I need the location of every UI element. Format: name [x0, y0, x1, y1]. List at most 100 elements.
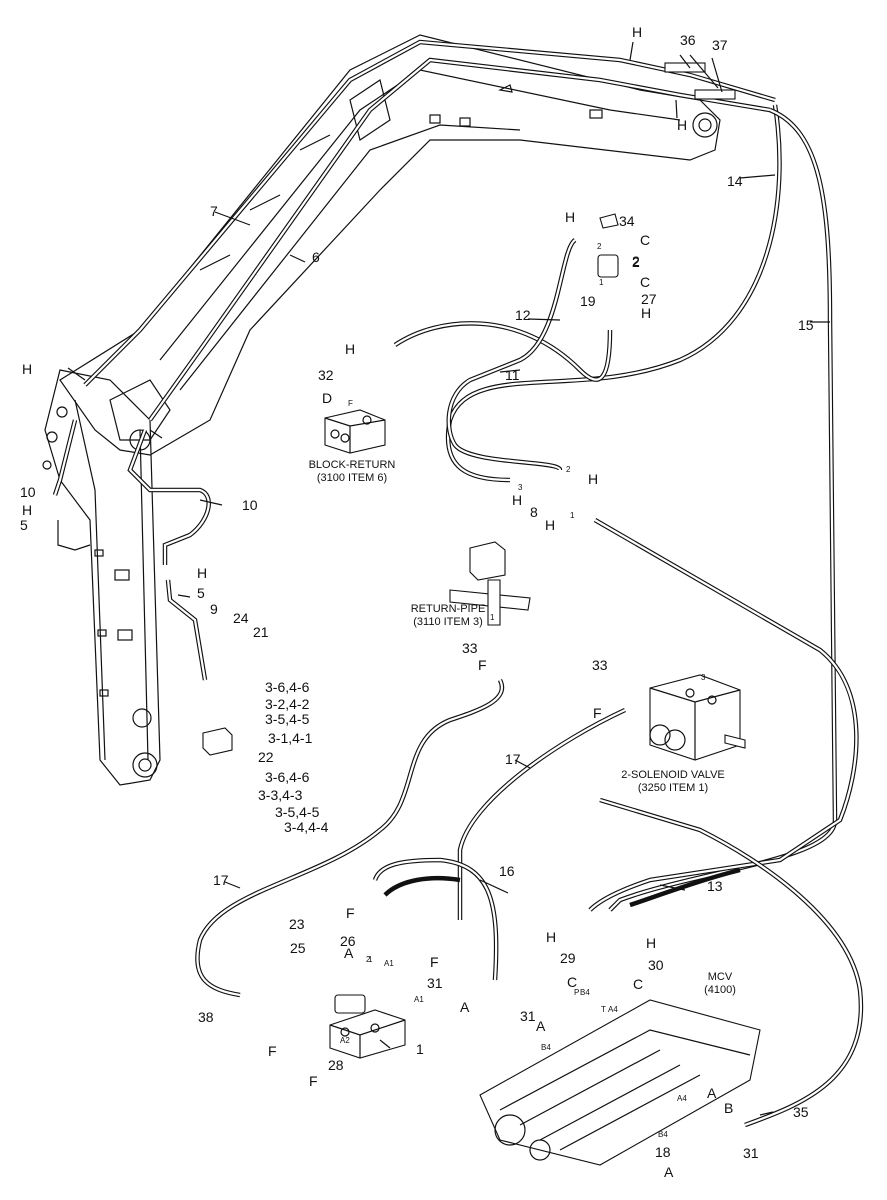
callout-25: H [545, 517, 555, 533]
callout-68: 38 [198, 1009, 214, 1025]
callout-28: 10 [20, 484, 36, 500]
callout-11: C [640, 274, 650, 290]
callout-21: 32 [318, 367, 334, 383]
components [202, 62, 761, 1166]
caption-block-return-line-2: (3100 ITEM 6) [317, 472, 387, 484]
port-mark-5: 1 [570, 511, 575, 520]
callout-47: F [478, 657, 487, 673]
port-mark-1: 2 [597, 242, 602, 251]
callout-34: 9 [210, 601, 218, 617]
callout-18: 15 [798, 317, 814, 333]
callout-52: 16 [499, 863, 515, 879]
callout-77: 35 [793, 1104, 809, 1120]
callout-9: C [640, 232, 650, 248]
port-mark-9: 2 [366, 955, 371, 964]
callout-12: 2 [632, 254, 640, 270]
callout-35: 24 [233, 610, 249, 626]
callout-15: H [641, 305, 651, 321]
caption-return-pipe-line-1: RETURN-PIPE [411, 603, 486, 615]
port-mark-17: A4 [677, 1094, 687, 1103]
callout-20: 11 [505, 367, 520, 383]
callout-37: 3-6,4-6 [265, 679, 310, 695]
callout-27: H [22, 361, 32, 377]
callout-49: F [593, 705, 602, 721]
callout-32: H [197, 565, 207, 581]
port-mark-4: 2 [566, 465, 571, 474]
caption-mcv-line-1: MCV [708, 971, 733, 983]
callout-53: 13 [707, 878, 723, 894]
caption-block-return-line-1: BLOCK-RETURN [309, 459, 396, 471]
callout-24: H [512, 492, 522, 508]
callout-61: 29 [560, 950, 576, 966]
callout-19: H [345, 341, 355, 357]
callout-58: A [344, 945, 354, 961]
port-mark-14: P [574, 988, 579, 997]
callout-33: 5 [197, 585, 205, 601]
leader-lines [67, 41, 830, 1116]
callout-81: F [0, 0, 9, 3]
callout-4: H [677, 117, 687, 133]
port-mark-20: B4 [580, 988, 590, 997]
callout-54: 23 [289, 916, 305, 932]
callout-70: 31 [520, 1008, 536, 1024]
callout-14: 19 [580, 293, 596, 309]
callout-7: 34 [619, 213, 635, 229]
callout-73: F [309, 1073, 318, 1089]
callout-45: 3-4,4-4 [284, 819, 329, 835]
port-mark-6: 3 [518, 483, 523, 492]
callout-6: 7 [210, 203, 218, 219]
callout-2: 36 [680, 32, 696, 48]
arm [42, 369, 161, 786]
boom [59, 34, 721, 456]
callout-30: H [22, 502, 32, 518]
callout-55: F [346, 905, 355, 921]
callout-80: 31 [743, 1145, 759, 1161]
port-mark-18: B4 [658, 1130, 668, 1139]
port-mark-16: B4 [541, 1043, 551, 1052]
callout-23: H [588, 471, 598, 487]
callout-41: 22 [258, 749, 274, 765]
callout-48: 33 [592, 657, 608, 673]
callout-51: 17 [213, 872, 229, 888]
hoses [52, 39, 864, 1128]
port-mark-10: 1 [368, 955, 373, 964]
callout-57: 25 [290, 940, 306, 956]
callout-42: 3-6,4-6 [265, 769, 310, 785]
callout-29: 10 [242, 497, 258, 513]
callout-1: H [632, 24, 642, 40]
callout-67: C [633, 976, 643, 992]
callout-26: 8 [530, 504, 538, 520]
callout-72: 1 [416, 1041, 424, 1057]
port-mark-7: 1 [490, 613, 495, 622]
caption-solenoid-valve-line-1: 2-SOLENOID VALVE [621, 769, 725, 781]
callout-39: 3-5,4-5 [265, 711, 310, 727]
callout-13: 27 [641, 291, 657, 307]
callout-60: H [646, 935, 656, 951]
callout-50: 17 [505, 751, 521, 767]
callout-3: 37 [712, 37, 728, 53]
port-mark-3: F [348, 399, 353, 408]
callout-16: 6 [312, 249, 320, 265]
callout-74: 28 [328, 1057, 344, 1073]
callout-10: 2 [632, 253, 640, 269]
port-mark-12: A1 [414, 995, 424, 1004]
callout-66: C [567, 974, 577, 990]
callout-71: A [536, 1018, 546, 1034]
caption-mcv-line-2: (4100) [704, 984, 736, 996]
callout-78: 18 [655, 1144, 671, 1160]
callout-63: F [430, 954, 439, 970]
port-mark-2: 1 [599, 278, 604, 287]
caption-solenoid-valve-line-2: (3250 ITEM 1) [638, 782, 708, 794]
callout-36: 21 [253, 624, 269, 640]
callout-31: 5 [20, 517, 28, 533]
callout-40: 3-1,4-1 [268, 730, 313, 746]
callout-65: A [460, 999, 470, 1015]
callout-62: 30 [648, 957, 664, 973]
callout-43: 3-3,4-3 [258, 787, 303, 803]
callout-8: H [565, 209, 575, 225]
caption-return-pipe-line-2: (3110 ITEM 3) [413, 616, 483, 628]
callout-75: A [707, 1085, 717, 1101]
callout-46: 33 [462, 640, 478, 656]
